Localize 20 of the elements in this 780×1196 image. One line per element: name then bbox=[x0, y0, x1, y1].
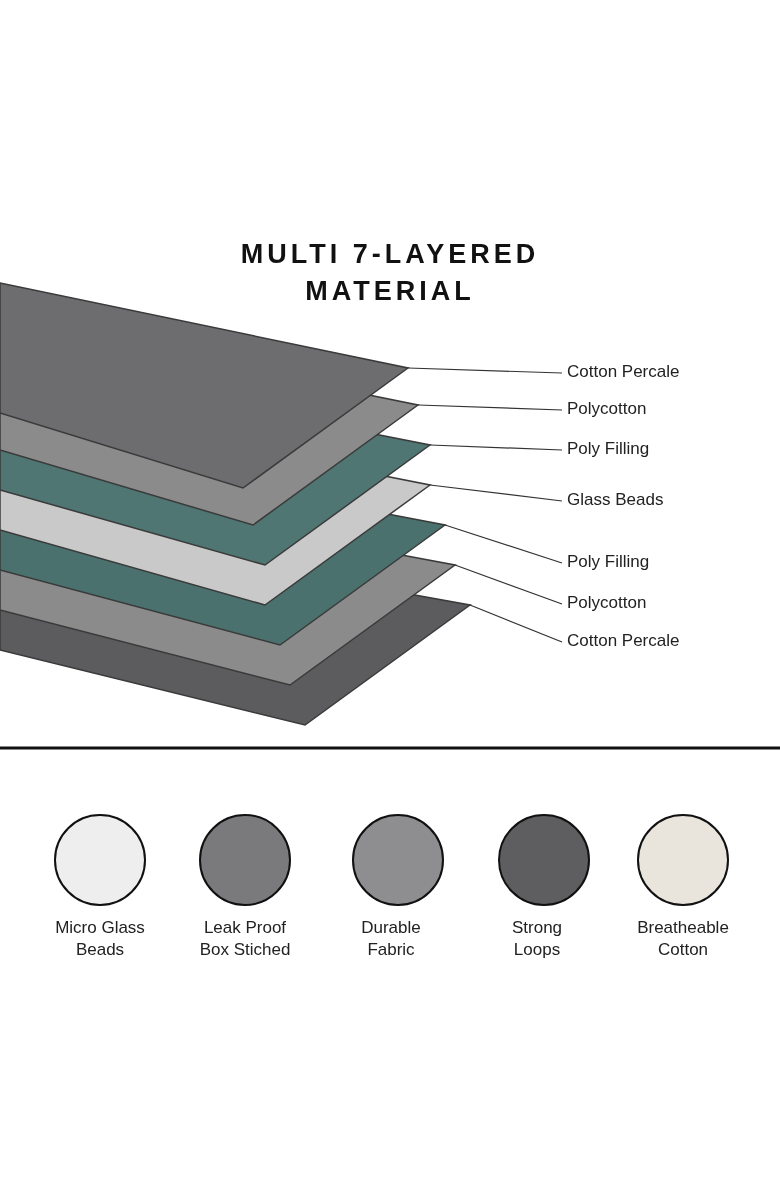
layer-label: Glass Beads bbox=[567, 490, 664, 510]
feature-caption: Strong Loops bbox=[510, 917, 564, 961]
layer-label: Poly Filling bbox=[567, 439, 650, 459]
leader-line bbox=[407, 367, 563, 374]
feature-caption: Durable Fabric bbox=[360, 917, 422, 961]
layer-label: Polycotton bbox=[567, 593, 647, 613]
feature-caption: Leak Proof Box Stiched bbox=[198, 917, 292, 961]
title: MULTI 7-LAYERED MATERIAL bbox=[239, 238, 541, 308]
leader-line bbox=[469, 604, 563, 643]
leader-line bbox=[454, 564, 563, 605]
layer-label: Cotton Percale bbox=[567, 362, 680, 382]
leader-line bbox=[417, 404, 563, 411]
feature-caption: Micro Glass Beads bbox=[54, 917, 146, 961]
layer-label: Polycotton bbox=[567, 399, 647, 419]
leader-line bbox=[429, 444, 563, 451]
leader-line bbox=[444, 524, 563, 564]
feature-caption: Breatheable Cotton bbox=[636, 917, 730, 961]
leader-line bbox=[429, 484, 563, 502]
layer-label: Poly Filling bbox=[567, 552, 650, 572]
layer-label: Cotton Percale bbox=[567, 631, 680, 651]
